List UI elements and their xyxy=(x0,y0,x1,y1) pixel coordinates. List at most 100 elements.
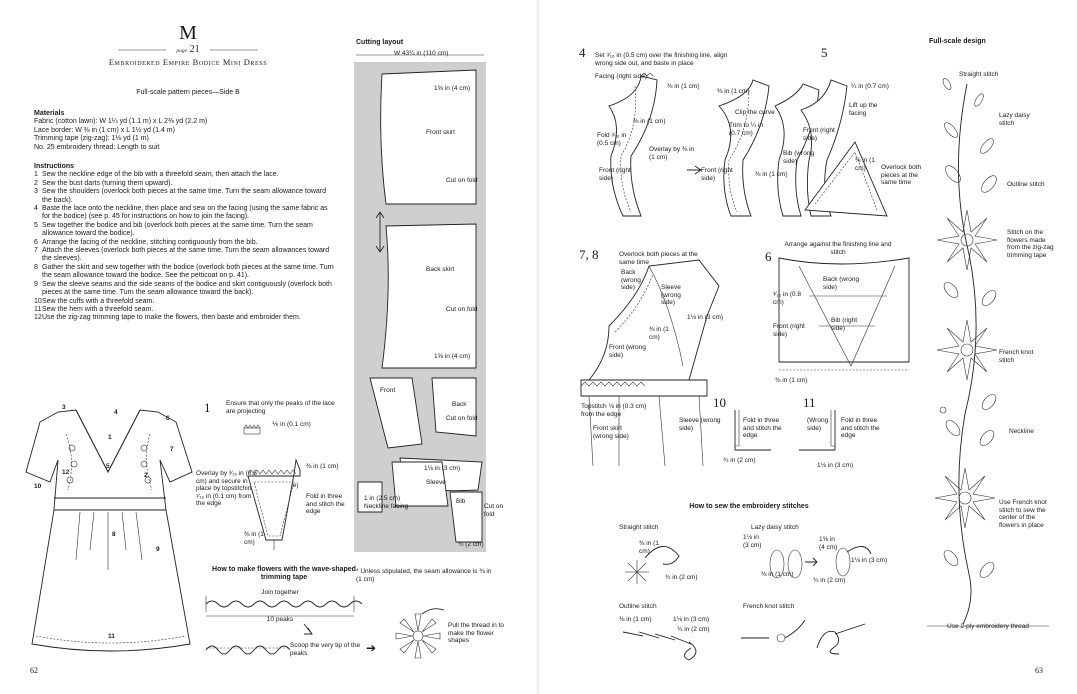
page-reference: page 21 xyxy=(176,44,200,55)
fullscale-use-french: Use French knot stitch to sew the center… xyxy=(999,499,1047,529)
stitch-dim: ⅜ in (1 cm) xyxy=(619,616,652,623)
cutting-fold-label: Cut on fold xyxy=(484,503,504,518)
dress-illustration xyxy=(25,409,193,652)
straight-stitch-diagram xyxy=(625,546,680,584)
dress-number: 4 xyxy=(114,409,118,416)
step5-diagram xyxy=(800,79,888,217)
step11-diagram xyxy=(799,410,836,451)
step-number: 1 xyxy=(204,400,211,415)
cutting-layout-diagram xyxy=(354,54,486,552)
dress-number: 3 xyxy=(62,404,66,411)
step5-dim: ⅜ in (1 cm) xyxy=(855,157,875,172)
dress-number: 2 xyxy=(144,472,148,479)
flowers-join: Join together xyxy=(261,589,299,596)
step5-lift: Lift up the facing xyxy=(849,102,878,117)
step10-sleeve: Sleeve (wrong side) xyxy=(679,417,721,432)
page-number-left: 62 xyxy=(30,666,38,675)
step-number: 11 xyxy=(803,395,816,410)
materials-heading: Materials xyxy=(34,110,65,117)
step4-front: Front (right side) xyxy=(701,167,733,182)
flowers-pull: Pull the thread in to make the flower sh… xyxy=(448,622,505,645)
fullscale-outline: Outline stitch xyxy=(1007,181,1045,188)
step11-label: (Wrong side) xyxy=(807,417,829,432)
stitch-dim: 1⅛ in (3 cm) xyxy=(851,557,888,564)
materials-item: No. 25 embroidery thread: Length to suit xyxy=(34,143,160,151)
fullscale-neckline: Neckline xyxy=(1009,428,1034,435)
step4-front: Front (right side) xyxy=(599,167,631,182)
step1-bib-diagram xyxy=(243,424,301,550)
page-subtitle: Full-scale pattern pieces—Side B xyxy=(136,89,240,96)
cutting-front-skirt: Front skirt xyxy=(426,129,455,136)
step6-dim: ⅜ in (1 cm) xyxy=(775,377,808,384)
cutting-bib: Bib xyxy=(456,498,466,505)
outline-stitch-diagram xyxy=(622,631,697,661)
dress-number: 6 xyxy=(166,415,170,422)
materials-section: Materials Fabric (cotton lawn): W 1¼ yd … xyxy=(34,110,334,152)
step6-arrange: Arrange against the finishing line and s… xyxy=(784,241,892,256)
dress-number: 5 xyxy=(106,463,110,470)
step4-fold: Fold ³⁄₁₆ in (0.5 cm) xyxy=(597,132,627,147)
step-number: 6 xyxy=(765,249,772,264)
dress-number: 9 xyxy=(156,546,160,553)
step10-diagram xyxy=(734,410,771,451)
step10-fold: Fold in three and stitch the edge xyxy=(743,417,782,440)
step4-facing: Facing (right side) xyxy=(595,73,648,80)
step6-dim: ³⁄₁₆ in (0.8 cm) xyxy=(773,291,801,306)
chapter-letter: M xyxy=(179,22,197,44)
dress-number: 12 xyxy=(62,469,70,476)
stitch-dim: ¾ in (2 cm) xyxy=(665,574,698,581)
fullscale-french: French knot stitch xyxy=(999,349,1034,364)
step78-diagram xyxy=(580,259,720,467)
fullscale-divider xyxy=(927,625,1049,627)
stitch-dim: 1⅛ in (3 cm) xyxy=(743,534,762,549)
step4-clip: Clip the curve xyxy=(735,109,775,116)
step-number: 4 xyxy=(579,45,586,60)
dress-number: 10 xyxy=(34,483,42,490)
step78-dim: 1⅛ in (3 cm) xyxy=(687,314,724,321)
cutting-dim: 1⅛ in (3 cm) xyxy=(424,465,461,472)
materials-item: Fabric (cotton lawn): W 1¼ yd (1.1 m) x … xyxy=(34,118,208,126)
flower-diagram xyxy=(395,608,445,659)
step4-dim: ⅜ in (1 cm) xyxy=(717,88,750,95)
stitch-dim: 1⅛ in (3 cm) xyxy=(673,616,710,623)
step78-topstitch: Topstitch ⅛ in (0.3 cm) from the edge xyxy=(581,403,647,418)
step6-bib: Bib (right side) xyxy=(831,317,858,332)
left-page: M page 21 Embroidered Empire Bodice Mini… xyxy=(0,0,538,694)
step1-dim-bottom: ⅜ in (1 cm) xyxy=(244,531,264,546)
stitch-dim: ⅜ in (1 cm) xyxy=(761,571,794,578)
materials-item: Lace border: W ⅜ in (1 cm) x L 1½ yd (1.… xyxy=(34,126,175,134)
flowers-scoop: Scoop the very tip of the peaks xyxy=(290,642,361,657)
stitches-heading: How to sew the embroidery stitches xyxy=(689,503,809,510)
fullscale-twoply: Use 2-ply embroidery thread xyxy=(947,623,1030,630)
stitch-dim: ¾ in (2 cm) xyxy=(677,626,710,633)
cutting-note: * Unless stipulated, the seam allowance … xyxy=(356,568,492,583)
trimming-tape-diagram xyxy=(205,596,363,655)
instructions-heading: Instructions xyxy=(34,163,75,170)
cutting-back-skirt: Back skirt xyxy=(426,266,455,273)
lazy-daisy-diagram xyxy=(769,546,872,579)
flowers-heading: How to make flowers with the wave-shaped… xyxy=(212,566,356,582)
step78-back: Back (wrong side) xyxy=(621,269,641,292)
french-knot-diagram xyxy=(741,619,866,655)
step4-trim: Trim to ¼ in (0.7 cm) xyxy=(729,122,764,137)
step6-front: Front (right side) xyxy=(773,323,805,338)
cutting-sleeve: Sleeve xyxy=(426,479,446,486)
step78-front: Front (wrong side) xyxy=(609,344,646,359)
step6-back: Back (wrong side) xyxy=(823,276,860,291)
book-spine xyxy=(536,0,540,694)
fullscale-straight: Straight stitch xyxy=(959,71,999,78)
arrow-right-icon: ➔ xyxy=(366,641,377,655)
cutting-dim: 1⅝ in (4 cm) xyxy=(434,85,471,92)
stitch-outline-label: Outline stitch xyxy=(619,603,657,610)
stitch-dim: ¾ in (2 cm) xyxy=(813,577,846,584)
step6-diagram xyxy=(778,257,910,371)
stitch-french-label: French knot stitch xyxy=(743,603,795,610)
